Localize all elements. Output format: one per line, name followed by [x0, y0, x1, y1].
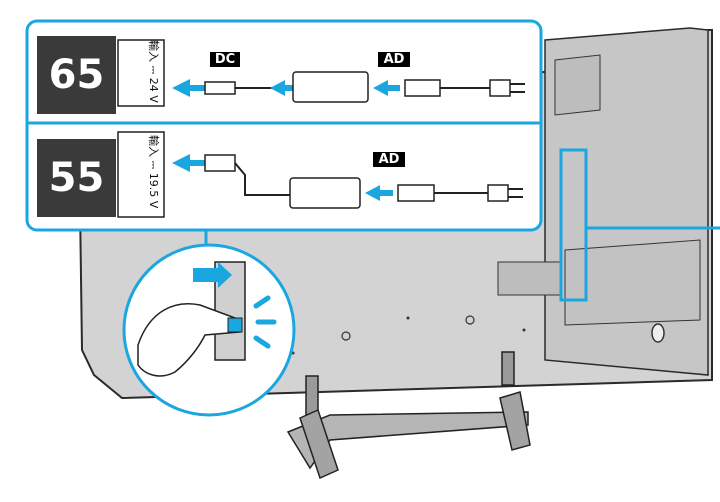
model-size-55: 55	[37, 139, 116, 217]
dc-plug-icon	[204, 81, 236, 95]
ac-plug-icon	[404, 79, 441, 97]
label-ad: AD	[378, 52, 410, 67]
arrow-left-icon	[172, 79, 210, 97]
zoom-circle	[122, 243, 296, 417]
model-size-65: 65	[37, 36, 116, 114]
dc-socket-label-65	[117, 39, 165, 107]
model-size-label: 65	[48, 52, 105, 98]
instruction-panel	[25, 19, 543, 232]
arrow-right-icon	[193, 262, 232, 288]
dc-socket-label-55	[117, 131, 165, 218]
ac-plug-icon	[397, 184, 435, 202]
model-size-label: 55	[48, 155, 105, 201]
terminal-highlight	[559, 148, 588, 302]
label-dc: DC	[210, 52, 240, 67]
input-rating-55: 輸入 ⎓ 19.5 V	[147, 135, 160, 209]
adapter-icon	[292, 71, 369, 103]
motion-lines-icon	[253, 295, 277, 349]
arrow-left-icon	[172, 154, 208, 172]
adapter-icon	[289, 177, 361, 209]
tv-stand	[286, 351, 531, 480]
hand-icon	[137, 303, 242, 377]
input-rating-65: 輸入 ⎓ 24 V	[147, 40, 160, 103]
label-ad: AD	[373, 152, 405, 167]
